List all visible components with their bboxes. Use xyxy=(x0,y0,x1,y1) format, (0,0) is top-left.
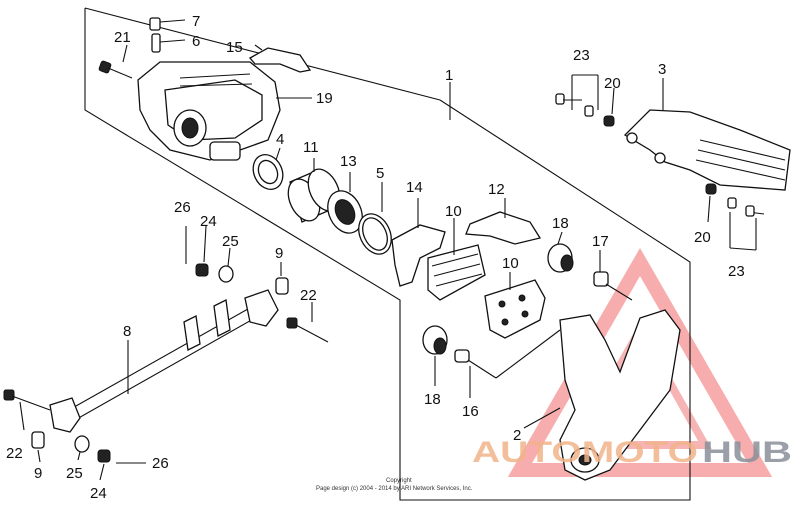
label-20a: 20 xyxy=(604,75,621,92)
pin-boot-lower xyxy=(422,325,448,355)
label-9b: 9 xyxy=(34,465,42,482)
label-10b: 10 xyxy=(502,255,519,272)
label-5: 5 xyxy=(376,165,384,182)
label-14: 14 xyxy=(406,179,423,196)
torque-rod-bolt-lower xyxy=(3,389,51,411)
label-24a: 24 xyxy=(200,213,217,230)
guard-bolt-lower xyxy=(705,183,765,251)
pad-retainer xyxy=(391,224,446,287)
collar-lower xyxy=(31,431,45,449)
nut-upper xyxy=(195,263,209,277)
copyright-footer: Copyright Page design (c) 2004 - 2014 by… xyxy=(316,478,473,492)
torque-rod-bolt-upper xyxy=(286,317,329,343)
brake-pad-inner xyxy=(427,244,486,301)
label-22b: 22 xyxy=(6,445,23,462)
label-7: 7 xyxy=(192,13,200,30)
pin-bolt-lower xyxy=(454,329,561,379)
label-22a: 22 xyxy=(300,287,317,304)
watermark-word-left: AUTOMOTO xyxy=(472,436,698,469)
label-21: 21 xyxy=(114,29,131,46)
caliper-bolt xyxy=(98,60,133,79)
label-17: 17 xyxy=(592,233,609,250)
label-18b: 18 xyxy=(424,391,441,408)
label-26a: 26 xyxy=(174,199,191,216)
label-1: 1 xyxy=(445,67,453,84)
label-23a: 23 xyxy=(573,47,590,64)
label-16: 16 xyxy=(462,403,479,420)
label-4: 4 xyxy=(276,131,284,148)
caliper-body xyxy=(137,61,281,161)
label-25a: 25 xyxy=(222,233,239,250)
label-9a: 9 xyxy=(275,245,283,262)
piston-set xyxy=(252,153,392,255)
nut-lower xyxy=(97,449,111,463)
pad-spring xyxy=(248,47,312,73)
brake-pad-outer xyxy=(484,279,546,339)
washer-upper xyxy=(218,265,234,283)
leader-lines xyxy=(19,44,711,481)
pin-boot-upper xyxy=(547,243,574,273)
caliper-guard xyxy=(623,109,791,191)
label-19: 19 xyxy=(316,90,333,107)
bleeder-screw xyxy=(149,17,186,53)
label-23b: 23 xyxy=(728,263,745,280)
label-26b: 26 xyxy=(152,455,169,472)
label-12: 12 xyxy=(488,181,505,198)
pin-bolt-upper xyxy=(593,271,633,301)
label-13: 13 xyxy=(340,153,357,170)
caliper-bracket xyxy=(559,309,681,481)
label-6: 6 xyxy=(192,33,200,50)
label-11: 11 xyxy=(303,139,319,156)
callout-labels: 1 2 3 4 5 6 7 8 9 9 10 10 11 12 13 14 15… xyxy=(6,13,745,502)
guard-bolt-upper xyxy=(555,74,615,127)
collar-upper xyxy=(275,277,289,295)
label-15: 15 xyxy=(226,39,243,56)
label-25b: 25 xyxy=(66,465,83,482)
copyright-line-2: Page design (c) 2004 - 2014 by ARI Netwo… xyxy=(316,486,473,492)
label-20b: 20 xyxy=(694,229,711,246)
label-3: 3 xyxy=(658,61,666,78)
washer-lower xyxy=(74,435,90,453)
copyright-line-1: Copyright xyxy=(386,478,412,484)
label-2: 2 xyxy=(513,427,521,444)
label-8: 8 xyxy=(123,323,131,340)
label-18a: 18 xyxy=(552,215,569,232)
watermark-text: AUTOMOTO HUB xyxy=(472,436,792,469)
torque-rod xyxy=(49,289,279,433)
pad-shim xyxy=(465,211,542,245)
watermark-word-right: HUB xyxy=(702,436,792,469)
label-24b: 24 xyxy=(90,485,107,502)
label-10a: 10 xyxy=(445,203,462,220)
